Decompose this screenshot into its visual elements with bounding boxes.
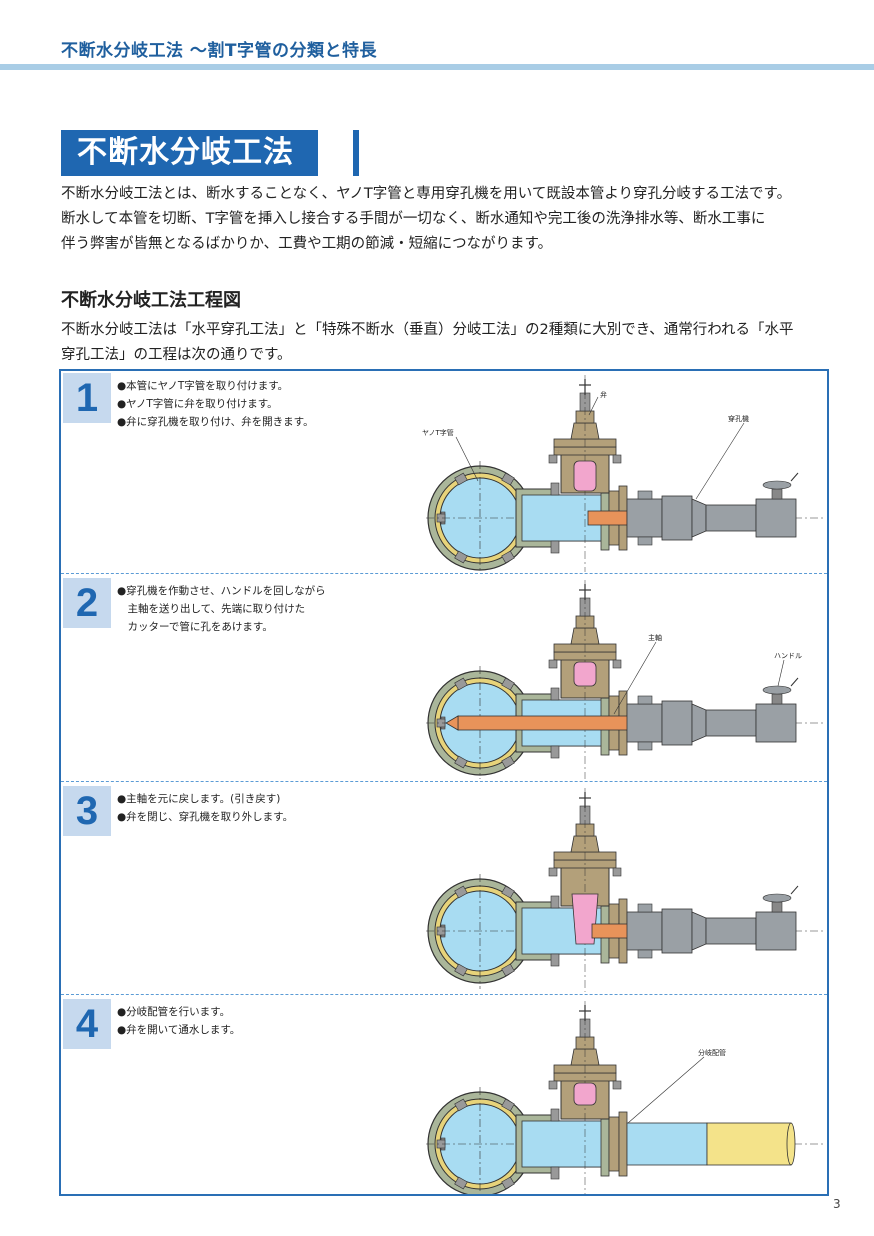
step-line: ●弁を閉じ、穿孔機を取り外します。 xyxy=(117,811,294,823)
step-text: ●穿孔機を作動させ、ハンドルを回しながら 主軸を送り出して、先端に取り付けた カ… xyxy=(117,582,326,636)
step-line: ●弁に穿孔機を取り付け、弁を開きます。 xyxy=(117,416,314,428)
step-line: ●主軸を元に戻します。(引き戻す) xyxy=(117,793,281,805)
step-line: ●穿孔機を作動させ、ハンドルを回しながら xyxy=(117,585,326,597)
label-tee: ヤノT字管 xyxy=(422,428,454,437)
description-line: 不断水分岐工法は「水平穿孔工法」と「特殊不断水（垂直）分岐工法」の2種類に大別で… xyxy=(61,322,794,338)
label-handle: ハンドル xyxy=(774,652,802,660)
process-title: 不断水分岐工法工程図 xyxy=(61,290,241,311)
label-machine: 穿孔機 xyxy=(728,414,749,423)
label-shaft: 主軸 xyxy=(648,633,662,642)
header-rule xyxy=(0,64,874,70)
label-branch: 分岐配管 xyxy=(698,1048,726,1057)
step-line: ●本管にヤノT字管を取り付けます。 xyxy=(117,380,289,392)
step-divider xyxy=(61,573,827,574)
step-divider xyxy=(61,994,827,995)
intro-line: 不断水分岐工法とは、断水することなく、ヤノT字管と専用穿孔機を用いて既設本管より… xyxy=(61,186,792,202)
section-title-accent xyxy=(353,130,359,176)
step-1-diagram: 弁 ヤノT字管 穿孔機 xyxy=(422,374,826,572)
page-number: 3 xyxy=(833,1197,841,1211)
intro-line: 伴う弊害が皆無となるばかりか、工費や工期の節減・短縮につながります。 xyxy=(61,236,553,252)
step-line: 主軸を送り出して、先端に取り付けた xyxy=(117,603,306,615)
step-2-diagram: 主軸 ハンドル xyxy=(425,579,826,779)
step-number: 2 xyxy=(63,578,111,628)
step-number: 4 xyxy=(63,999,111,1049)
step-line: ●弁を開いて通水します。 xyxy=(117,1024,241,1036)
description-line: 穿孔工法」の工程は次の通りです。 xyxy=(61,347,292,363)
step-text: ●主軸を元に戻します。(引き戻す) ●弁を閉じ、穿孔機を取り外します。 xyxy=(117,790,293,826)
header-title: 不断水分岐工法 〜割T字管の分類と特長 xyxy=(61,41,378,61)
label-valve: 弁 xyxy=(600,390,607,399)
step-number: 1 xyxy=(63,373,111,423)
process-steps: 1 ●本管にヤノT字管を取り付けます。 ●ヤノT字管に弁を取り付けます。 ●弁に… xyxy=(59,369,829,1196)
step-3: 3 ●主軸を元に戻します。(引き戻す) ●弁を閉じ、穿孔機を取り外します。 xyxy=(61,784,827,992)
step-3-diagram xyxy=(425,787,826,992)
section-title: 不断水分岐工法 xyxy=(61,130,318,176)
step-text: ●分岐配管を行います。 ●弁を開いて通水します。 xyxy=(117,1003,240,1039)
step-divider xyxy=(61,781,827,782)
step-4-diagram: 分岐配管 xyxy=(425,1000,826,1194)
step-2: 2 ●穿孔機を作動させ、ハンドルを回しながら 主軸を送り出して、先端に取り付けた… xyxy=(61,576,827,779)
intro-line: 断水して本管を切断、T字管を挿入し接合する手間が一切なく、断水通知や完工後の洗浄… xyxy=(61,211,766,227)
step-4: 4 ●分岐配管を行います。 ●弁を開いて通水します。 分岐配管 xyxy=(61,997,827,1194)
step-line: ●ヤノT字管に弁を取り付けます。 xyxy=(117,398,278,410)
process-description: 不断水分岐工法は「水平穿孔工法」と「特殊不断水（垂直）分岐工法」の2種類に大別で… xyxy=(61,318,841,368)
step-number: 3 xyxy=(63,786,111,836)
intro-paragraph: 不断水分岐工法とは、断水することなく、ヤノT字管と専用穿孔機を用いて既設本管より… xyxy=(61,182,841,257)
step-text: ●本管にヤノT字管を取り付けます。 ●ヤノT字管に弁を取り付けます。 ●弁に穿孔… xyxy=(117,377,314,431)
step-line: ●分岐配管を行います。 xyxy=(117,1006,231,1018)
step-line: カッターで管に孔をあけます。 xyxy=(117,621,273,633)
step-1: 1 ●本管にヤノT字管を取り付けます。 ●ヤノT字管に弁を取り付けます。 ●弁に… xyxy=(61,371,827,572)
